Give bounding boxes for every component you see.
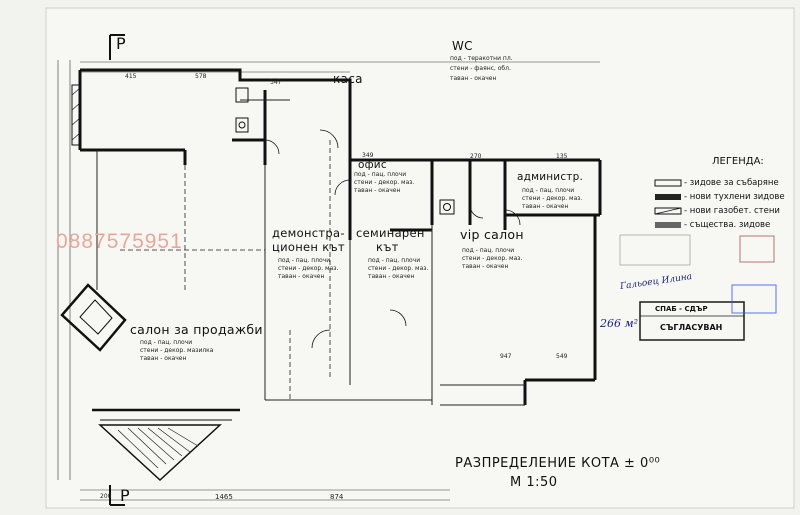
phone-watermark: 0887575951 — [56, 230, 183, 253]
section-mark-top: P — [116, 34, 126, 53]
room-demo-note-3: таван - окачен — [278, 273, 325, 280]
wc-fixtures — [235, 87, 455, 215]
legend-item-demolish: - зидове за събаряне — [684, 178, 779, 188]
room-wc-name: WC — [452, 39, 473, 53]
door-swings — [264, 129, 521, 349]
room-wc-note-3: таван - окачен — [450, 75, 497, 82]
room-ofis-note-3: таван - окачен — [354, 187, 401, 194]
room-ofis-note-2: стени - декор. маз. — [354, 179, 415, 186]
room-kasa-name: каса — [333, 72, 363, 86]
top-dimension-lines — [57, 60, 600, 501]
room-vip-note-2: стени - декор. маз. — [462, 255, 523, 262]
drawing-title: РАЗПРЕДЕЛЕНИЕ КОТА ± 0⁰⁰ — [455, 456, 661, 471]
room-demo-name-1: демонстра- — [272, 226, 345, 240]
entrance-stairs — [117, 427, 199, 469]
dimension-label: 200 — [100, 493, 112, 500]
dimension-label: 874 — [330, 493, 344, 501]
dimension-label: 947 — [500, 353, 512, 360]
room-demo-name-2: ционен кът — [272, 240, 345, 254]
room-sales-note-1: под - пац. плочи — [140, 339, 193, 346]
legend-item-new-aac: - нови газобет. стени — [684, 206, 780, 216]
stamp-line-2: СЪГЛАСУВАН — [660, 323, 723, 332]
room-sales-note-2: стени - декор. мазилка — [140, 347, 214, 354]
dashed-lines — [120, 140, 331, 400]
dimension-label: 578 — [195, 73, 207, 80]
room-sales-name: салон за продажби — [130, 322, 263, 337]
dimension-label: 347 — [270, 79, 282, 86]
room-seminar-note-3: таван - окачен — [368, 273, 415, 280]
dimension-label: 349 — [362, 152, 374, 159]
section-marks — [109, 34, 125, 506]
room-wc-note-2: стени - фаянс, обл. — [450, 65, 511, 72]
room-sales-note-3: таван - окачен — [140, 355, 187, 362]
room-admin-note-2: стени - декор. маз. — [522, 195, 583, 202]
legend-item-new-brick: - нови тухлени зидове — [684, 192, 785, 202]
legend-item-existing: - същества. зидове — [684, 220, 771, 230]
room-admin-name: администр. — [517, 171, 584, 183]
room-seminar-name-1: семинарен — [356, 226, 425, 240]
dimension-label: 135 — [556, 153, 568, 160]
room-demo-note-2: стени - декор. маз. — [278, 265, 339, 272]
room-admin-note-1: под - пац. плочи — [522, 187, 575, 194]
dimension-label: 549 — [556, 353, 568, 360]
room-seminar-note-2: стени - декор. маз. — [368, 265, 429, 272]
entrance-block — [60, 283, 240, 482]
room-vip-note-1: под - пац. плочи — [462, 247, 515, 254]
room-ofis-note-1: под - пац. плочи — [354, 171, 407, 178]
section-mark-bottom: P — [120, 486, 130, 505]
drawing-scale: М 1:50 — [510, 475, 558, 490]
approval-stamps — [619, 234, 777, 341]
room-admin-note-3: таван - окачен — [522, 203, 569, 210]
room-demo-note-1: под - пац. плочи — [278, 257, 331, 264]
room-vip-name: vip салон — [460, 227, 524, 242]
dimension-label: 415 — [125, 73, 137, 80]
room-seminar-name-2: кът — [376, 240, 399, 254]
legend-symbols — [654, 179, 682, 228]
stamp-line-1: СПАБ - СДЪР — [655, 305, 708, 313]
left-wall-hatch — [71, 84, 81, 146]
legend-title: ЛЕГЕНДА: — [712, 156, 764, 167]
dimension-label: 270 — [470, 153, 482, 160]
room-wc-note-1: под - теракотни пл. — [450, 55, 513, 62]
dimension-label: 1465 — [215, 493, 233, 501]
stamp-area: 266 м² — [600, 317, 639, 330]
room-vip-note-3: таван - окачен — [462, 263, 509, 270]
room-seminar-note-1: под - пац. плочи — [368, 257, 421, 264]
room-ofis-name: офис — [358, 159, 387, 171]
